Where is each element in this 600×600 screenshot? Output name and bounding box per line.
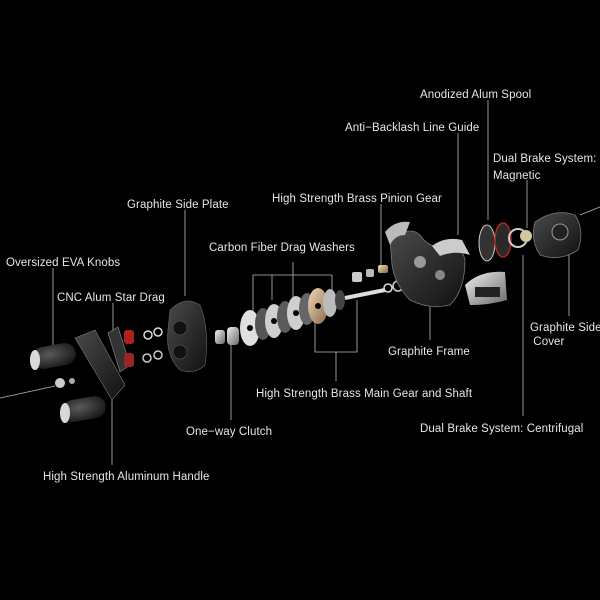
anodized-spool <box>478 224 496 262</box>
label-dual-brake-magnetic: Dual Brake System: Magnetic <box>493 153 597 182</box>
label-brass-pinion-gear: High Strength Brass Pinion Gear <box>272 193 442 205</box>
pinion-gear <box>352 272 362 282</box>
label-carbon-fiber-drag-washers: Carbon Fiber Drag Washers <box>209 242 355 254</box>
label-brass-main-gear-shaft: High Strength Brass Main Gear and Shaft <box>256 388 473 400</box>
eva-knobs <box>30 343 106 423</box>
label-graphite-side-cover: Graphite Side Cover <box>530 322 600 348</box>
drag-washers <box>240 288 345 346</box>
label-graphite-frame: Graphite Frame <box>388 346 470 358</box>
label-graphite-side-plate: Graphite Side Plate <box>127 199 229 211</box>
leader-lines <box>0 100 600 465</box>
label-anti-backlash-line-guide: Anti−Backlash Line Guide <box>345 122 480 134</box>
label-one-way-clutch: One−way Clutch <box>186 426 273 438</box>
label-dual-brake-centrifugal: Dual Brake System: Centrifugal <box>420 423 584 435</box>
main-gear-shaft <box>344 288 386 300</box>
line-guide <box>432 238 470 256</box>
label-anodized-alum-spool: Anodized Alum Spool <box>420 89 532 101</box>
label-aluminum-handle: High Strength Aluminum Handle <box>43 471 210 483</box>
label-oversized-eva-knobs: Oversized EVA Knobs <box>6 257 121 269</box>
magnetic-brake <box>520 230 532 242</box>
graphite-side-plate <box>167 300 208 373</box>
one-way-clutch <box>215 330 225 344</box>
label-cnc-alum-star-drag: CNC Alum Star Drag <box>57 292 165 304</box>
aluminum-handle-arm <box>74 329 126 401</box>
